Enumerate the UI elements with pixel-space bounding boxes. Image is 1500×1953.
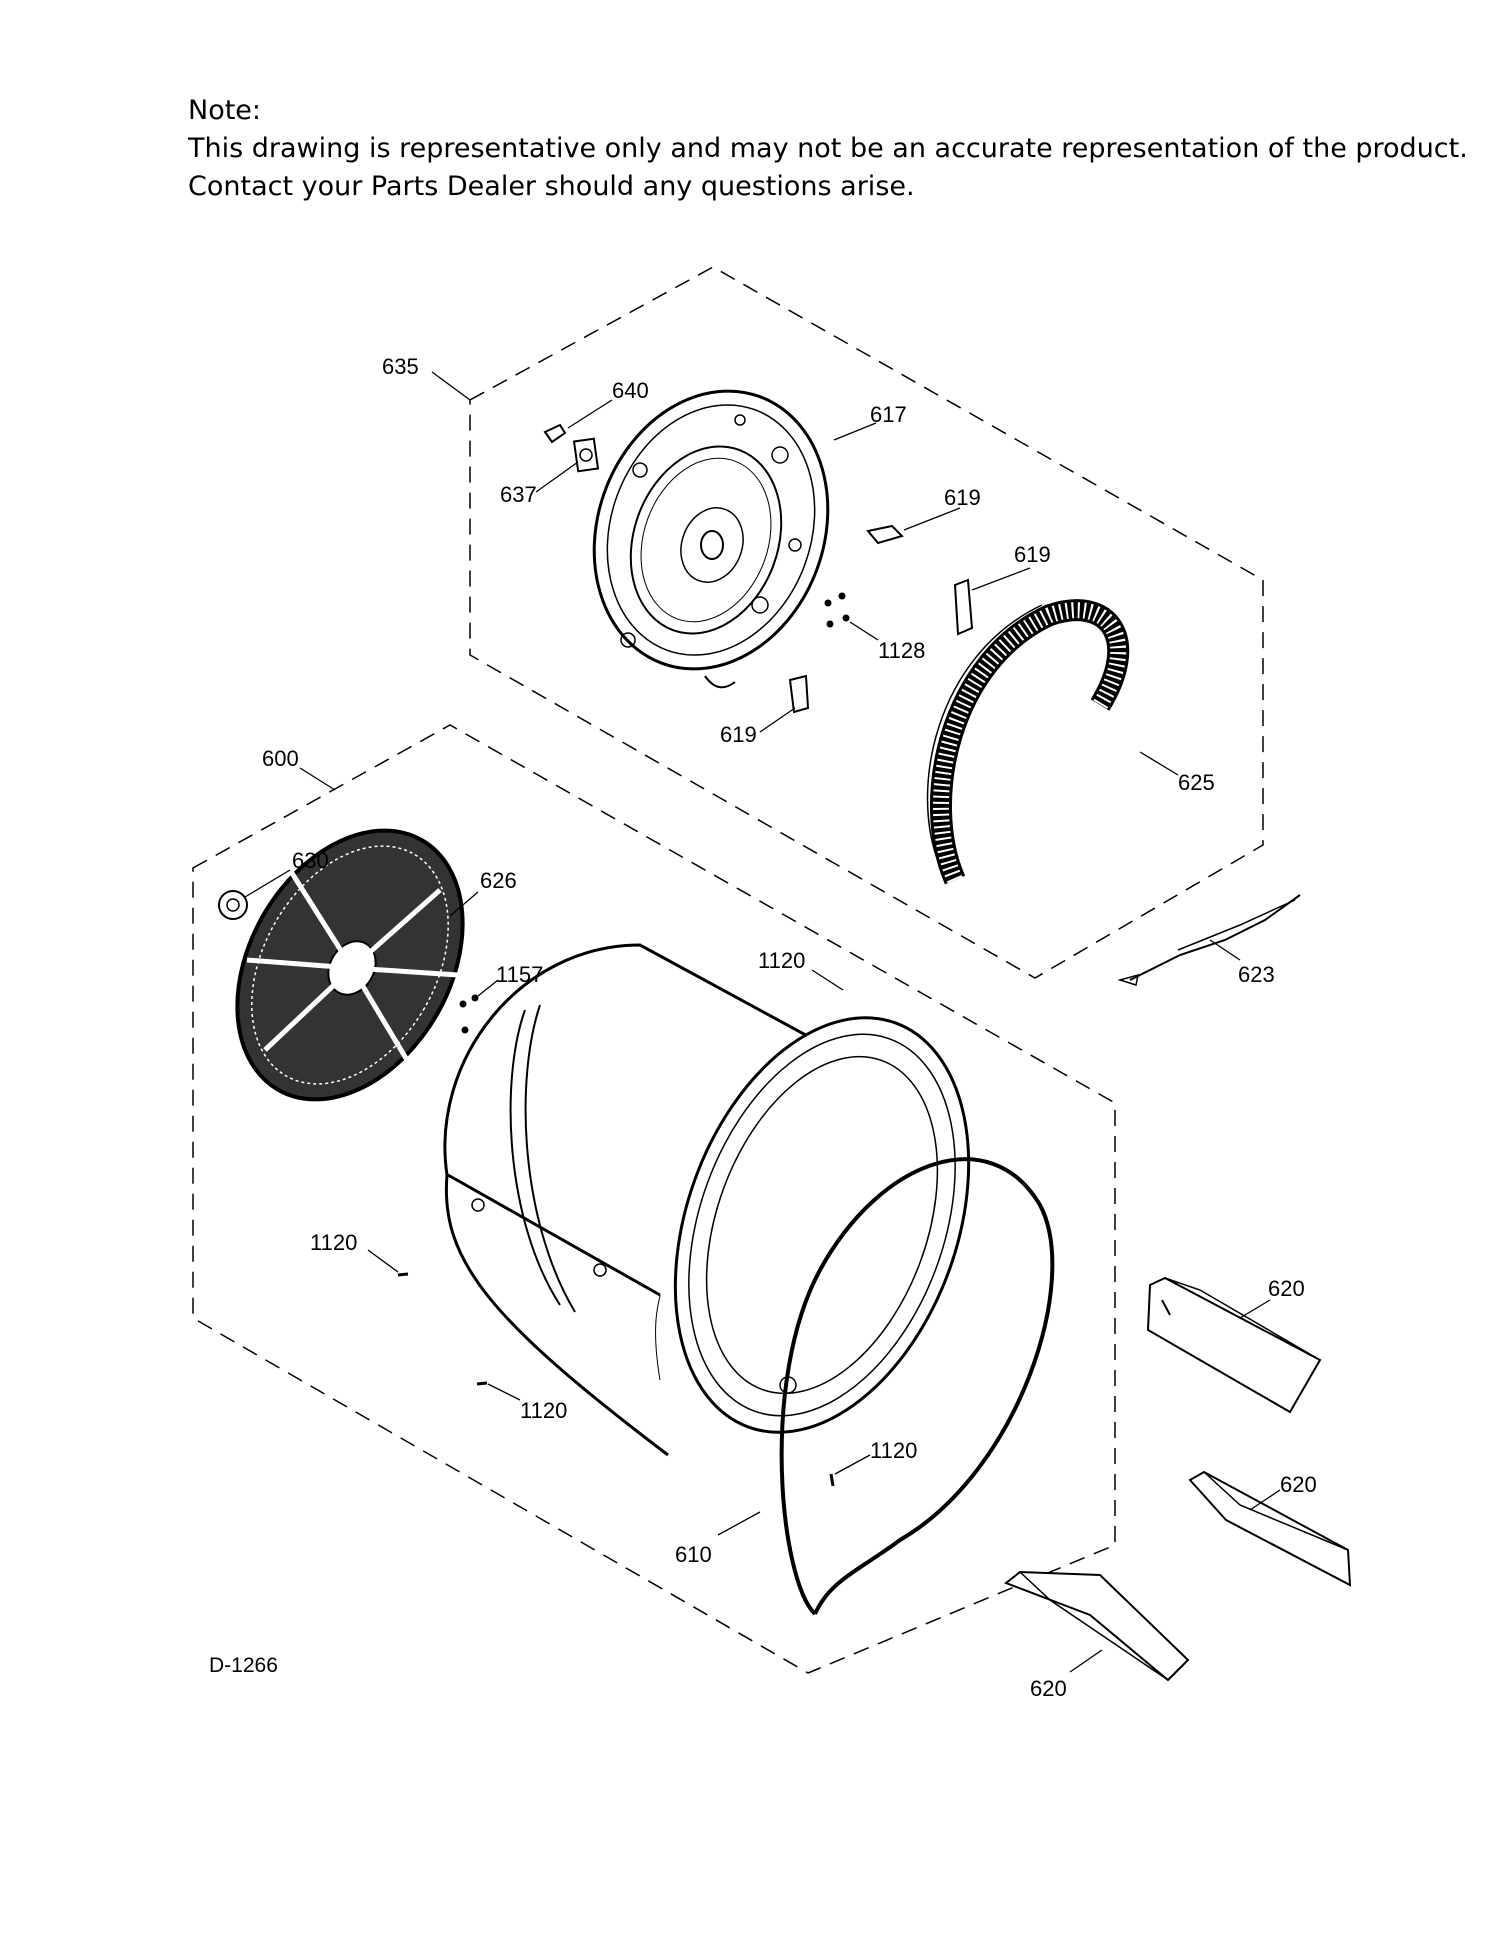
callout-labels: 635 640 617 637 619 619 1128 619 625 600… xyxy=(209,354,1317,1701)
bracket-part-619-middle xyxy=(953,578,974,636)
baffle-disc-part xyxy=(235,828,465,1102)
heater-element-part xyxy=(926,599,1130,885)
callout-1120-bottom-left: 1120 xyxy=(520,1398,567,1423)
callout-1157: 1157 xyxy=(496,962,543,987)
leader-lines xyxy=(244,371,1281,1673)
callout-626: 626 xyxy=(480,868,517,893)
callout-620-lower: 620 xyxy=(1030,1676,1067,1701)
callout-1120-top: 1120 xyxy=(758,948,805,973)
callout-620-middle: 620 xyxy=(1280,1472,1317,1497)
callout-635: 635 xyxy=(382,354,419,379)
callout-630: 630 xyxy=(292,848,329,873)
callout-619-lower: 619 xyxy=(720,722,757,747)
callout-617: 617 xyxy=(870,402,907,427)
callout-1120-left: 1120 xyxy=(310,1230,357,1255)
disclaimer-note: Note: This drawing is representative onl… xyxy=(188,92,1468,206)
diagram-code: D-1266 xyxy=(209,1654,278,1677)
callout-1128: 1128 xyxy=(878,638,925,663)
wire-harness-part xyxy=(1117,894,1301,986)
callout-625: 625 xyxy=(1178,770,1215,795)
callout-1120-bottom-right: 1120 xyxy=(870,1438,917,1463)
screws-part-1157 xyxy=(459,994,479,1034)
drum-part xyxy=(443,943,971,1457)
rear-assembly-boundary xyxy=(469,266,1264,979)
drum-assembly-boundary xyxy=(192,724,1116,1674)
screw-part-1120-left xyxy=(397,1272,409,1277)
callout-640: 640 xyxy=(612,378,649,403)
screw-part-1120-bottom-left xyxy=(476,1381,488,1386)
screw-part-1120-bottom-right xyxy=(829,1473,835,1487)
bracket-part-637 xyxy=(572,437,600,473)
rear-bulkhead-part xyxy=(592,389,830,689)
callout-623: 623 xyxy=(1238,962,1275,987)
seal-part xyxy=(779,1157,1055,1616)
note-line-2: Contact your Parts Dealer should any que… xyxy=(188,171,915,202)
vane-part-middle xyxy=(1188,1470,1352,1587)
callout-619-upper: 619 xyxy=(944,485,981,510)
knob-part-630 xyxy=(218,890,248,920)
callout-637: 637 xyxy=(500,482,537,507)
callout-620-upper: 620 xyxy=(1268,1276,1305,1301)
bracket-part-619-lower xyxy=(788,674,810,714)
note-line-1: This drawing is representative only and … xyxy=(188,133,1468,164)
note-heading: Note: xyxy=(188,95,262,126)
callout-610: 610 xyxy=(675,1542,712,1567)
bracket-part-619-upper xyxy=(866,524,904,545)
screws-part-1128 xyxy=(824,592,850,628)
bracket-part-640 xyxy=(543,423,567,444)
callout-600: 600 xyxy=(262,746,299,771)
vane-part-upper xyxy=(1146,1276,1322,1414)
vane-part-lower xyxy=(1003,1570,1190,1682)
callout-619-middle: 619 xyxy=(1014,542,1051,567)
